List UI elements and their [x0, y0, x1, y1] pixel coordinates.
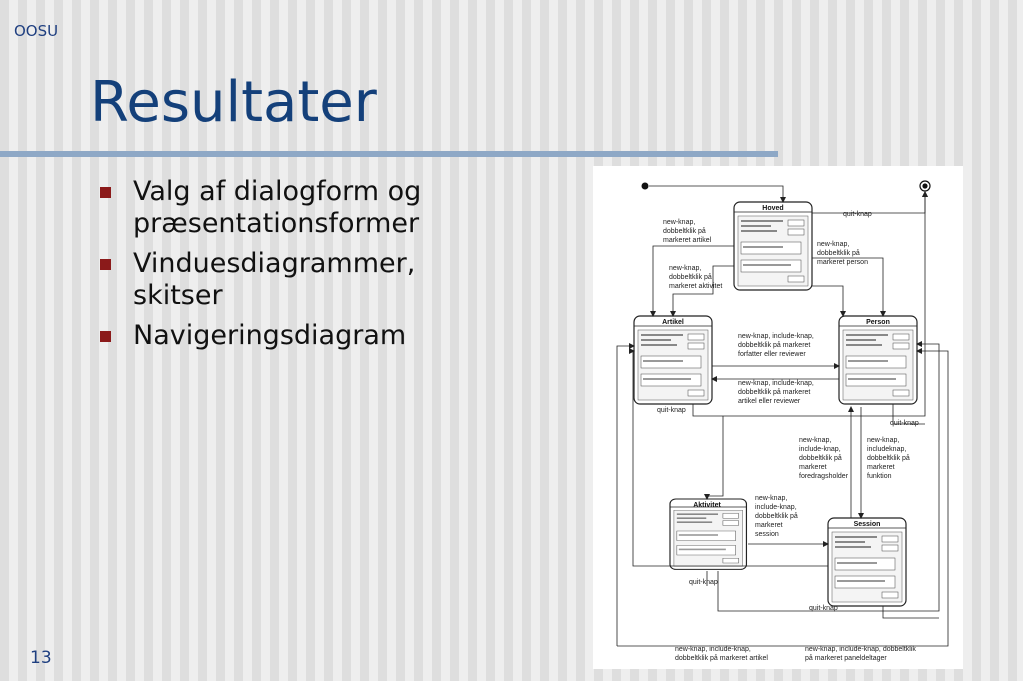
window-title-session: Session [854, 521, 881, 528]
label-new-person-3: markeret person [817, 259, 868, 266]
bullet-item: Navigeringsdiagram [98, 320, 498, 352]
label-quit-hoved: quit-knap [843, 211, 872, 218]
square-bullet-icon [100, 187, 111, 198]
label-new-aktivitet-1: new-knap, [669, 265, 701, 272]
label-new-aktivitet-3: markeret aktivitet [669, 283, 722, 290]
label-funktion-2: includeknap, [867, 446, 906, 453]
label-funktion-4: markeret [867, 464, 895, 471]
bullet-item: Valg af dialogform og præsentationsforme… [98, 176, 498, 240]
label-person-art-2: dobbeltklik på markeret [738, 388, 810, 396]
window-hoved [733, 201, 813, 291]
window-aktivitet [669, 498, 748, 570]
label-bottom-right-1: new-knap, include-knap, dobbeltklik [805, 646, 916, 653]
bullet-list: Valg af dialogform og præsentationsforme… [98, 176, 498, 360]
label-new-artikel-3: markeret artikel [663, 237, 712, 244]
slide-title: Resultater [90, 70, 377, 135]
navigation-diagram: Hoved Artikel Person Aktivitet Session q… [593, 166, 963, 669]
square-bullet-icon [100, 331, 111, 342]
label-person-art-1: new-knap, include-knap, [738, 380, 814, 387]
end-node-core [922, 183, 928, 189]
label-session-3: dobbeltklik på [755, 512, 798, 520]
label-foredrag-3: dobbeltklik på [799, 454, 842, 462]
label-session-1: new-knap, [755, 495, 787, 502]
window-person [838, 315, 918, 405]
label-session-5: session [755, 531, 779, 538]
label-bottom-right-2: på markeret paneldeltager [805, 654, 887, 662]
label-foredrag-1: new-knap, [799, 437, 831, 444]
label-new-person-1: new-knap, [817, 241, 849, 248]
bullet-text: Valg af dialogform og præsentationsforme… [133, 176, 422, 239]
label-quit-person: quit-knap [890, 420, 919, 427]
bullet-text: Vinduesdiagrammer, skitser [133, 248, 416, 311]
label-person-art-3: artikel eller reviewer [738, 398, 801, 405]
window-title-aktivitet: Aktivitet [693, 502, 721, 509]
label-art-person-2: dobbeltklik på markeret [738, 341, 810, 349]
label-quit-session: quit-knap [809, 605, 838, 612]
start-node [641, 182, 649, 190]
label-funktion-3: dobbeltklik på [867, 454, 910, 462]
window-artikel [633, 315, 713, 405]
label-new-artikel-1: new-knap, [663, 219, 695, 226]
page-number: 13 [30, 648, 52, 668]
label-session-4: markeret [755, 522, 783, 529]
title-divider [0, 151, 778, 157]
label-foredrag-2: include-knap, [799, 446, 841, 453]
window-session [827, 517, 907, 607]
square-bullet-icon [100, 259, 111, 270]
window-title-person: Person [866, 319, 890, 326]
label-quit-aktivitet: quit-knap [689, 579, 718, 586]
label-foredrag-4: markeret [799, 464, 827, 471]
label-session-2: include-knap, [755, 504, 797, 511]
label-bottom-left-2: dobbeltklik på markeret artikel [675, 654, 768, 662]
label-foredrag-5: foredragsholder [799, 473, 849, 480]
bullet-text: Navigeringsdiagram [133, 320, 407, 351]
label-funktion-5: funktion [867, 473, 892, 480]
label-bottom-left-1: new-knap, include-knap, [675, 646, 751, 653]
label-new-person-2: dobbeltklik på [817, 249, 860, 257]
navigation-diagram-svg: Hoved Artikel Person Aktivitet Session q… [616, 180, 949, 662]
window-title-hoved: Hoved [762, 205, 783, 212]
bullet-item: Vinduesdiagrammer, skitser [98, 248, 498, 312]
connector-lines [616, 185, 949, 647]
header-tag: OOSU [14, 22, 59, 40]
label-art-person-1: new-knap, include-knap, [738, 333, 814, 340]
label-new-aktivitet-2: dobbeltklik på [669, 273, 712, 281]
window-title-artikel: Artikel [662, 319, 684, 326]
label-quit-artikel: quit-knap [657, 407, 686, 414]
label-funktion-1: new-knap, [867, 437, 899, 444]
label-new-artikel-2: dobbeltklik på [663, 227, 706, 235]
label-art-person-3: forfatter eller reviewer [738, 351, 806, 358]
